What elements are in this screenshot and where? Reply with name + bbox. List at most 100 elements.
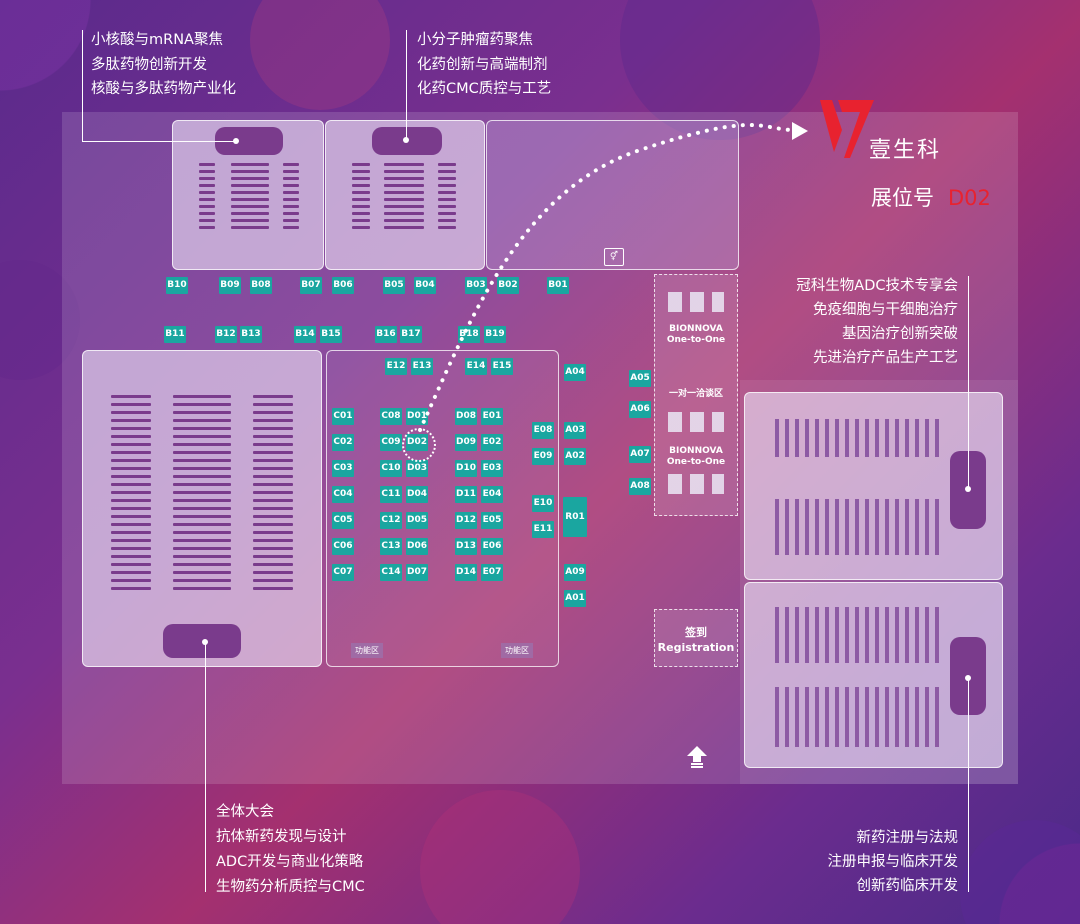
seat-block <box>352 163 370 229</box>
booth-c04[interactable]: C04 <box>332 486 354 503</box>
one-to-one-subtitle-2: One-to-One <box>666 457 726 467</box>
booth-d11[interactable]: D11 <box>455 486 477 503</box>
booth-c01[interactable]: C01 <box>332 408 354 425</box>
seat-block <box>775 687 945 747</box>
booth-b08[interactable]: B08 <box>250 277 272 294</box>
seat-block <box>775 499 945 555</box>
booth-d13[interactable]: D13 <box>455 538 477 555</box>
booth-e06[interactable]: E06 <box>481 538 503 555</box>
one-to-one-title-1: BIONNOVA <box>669 324 723 334</box>
booth-e11[interactable]: E11 <box>532 521 554 538</box>
functional-area-label: 功能区 <box>501 643 533 658</box>
room-main-hall[interactable] <box>82 350 322 667</box>
restroom-icon: ⚥ <box>604 248 624 266</box>
booth-c08[interactable]: C08 <box>380 408 402 425</box>
booth-c05[interactable]: C05 <box>332 512 354 529</box>
booth-e07[interactable]: E07 <box>481 564 503 581</box>
booth-b11[interactable]: B11 <box>164 326 186 343</box>
session-label: 化药CMC质控与工艺 <box>417 81 552 97</box>
booth-c12[interactable]: C12 <box>380 512 402 529</box>
booth-e03[interactable]: E03 <box>481 460 503 477</box>
booth-a03[interactable]: A03 <box>564 422 586 439</box>
booth-d03[interactable]: D03 <box>406 460 428 477</box>
booth-d07[interactable]: D07 <box>406 564 428 581</box>
booth-e12[interactable]: E12 <box>385 358 407 375</box>
booth-a01[interactable]: A01 <box>564 590 586 607</box>
booth-b12[interactable]: B12 <box>215 326 237 343</box>
booth-d14[interactable]: D14 <box>455 564 477 581</box>
seat-block <box>253 395 293 590</box>
booth-d12[interactable]: D12 <box>455 512 477 529</box>
booth-r01[interactable]: R01 <box>563 497 587 537</box>
booth-c07[interactable]: C07 <box>332 564 354 581</box>
booth-c02[interactable]: C02 <box>332 434 354 451</box>
booth-number: D02 <box>948 186 991 210</box>
booth-a05[interactable]: A05 <box>629 370 651 387</box>
booth-e05[interactable]: E05 <box>481 512 503 529</box>
booth-a09[interactable]: A09 <box>564 564 586 581</box>
booth-b10[interactable]: B10 <box>166 277 188 294</box>
booth-b19[interactable]: B19 <box>484 326 506 343</box>
booth-e15[interactable]: E15 <box>491 358 513 375</box>
booth-c10[interactable]: C10 <box>380 460 402 477</box>
booth-c09[interactable]: C09 <box>380 434 402 451</box>
booth-d09[interactable]: D09 <box>455 434 477 451</box>
session-list-top-left: 小核酸与mRNA聚焦 多肽药物创新开发 核酸与多肽药物产业化 <box>91 28 236 102</box>
booth-d10[interactable]: D10 <box>455 460 477 477</box>
booth-c14[interactable]: C14 <box>380 564 402 581</box>
session-label: ADC开发与商业化策略 <box>216 854 364 870</box>
booth-b14[interactable]: B14 <box>294 326 316 343</box>
booth-b04[interactable]: B04 <box>414 277 436 294</box>
session-list-bottom-right: 新药注册与法规 注册申报与临床开发 创新药临床开发 <box>828 826 959 898</box>
room-right-upper[interactable] <box>744 392 1003 580</box>
booth-b15[interactable]: B15 <box>320 326 342 343</box>
booth-b02[interactable]: B02 <box>497 277 519 294</box>
booth-b17[interactable]: B17 <box>400 326 422 343</box>
booth-b09[interactable]: B09 <box>219 277 241 294</box>
booth-e08[interactable]: E08 <box>532 422 554 439</box>
registration-desk[interactable] <box>654 609 738 667</box>
room-top-left[interactable] <box>172 120 324 270</box>
booth-b01[interactable]: B01 <box>547 277 569 294</box>
room-top-right[interactable] <box>486 120 739 270</box>
booth-a02[interactable]: A02 <box>564 448 586 465</box>
booth-a08[interactable]: A08 <box>629 478 651 495</box>
meeting-tables <box>668 474 724 494</box>
booth-e13[interactable]: E13 <box>411 358 433 375</box>
session-label: 免疫细胞与干细胞治疗 <box>813 302 958 318</box>
session-label: 注册申报与临床开发 <box>827 854 959 870</box>
booth-e02[interactable]: E02 <box>481 434 503 451</box>
brand-name: 壹生科 <box>869 138 942 163</box>
booth-e01[interactable]: E01 <box>481 408 503 425</box>
one-to-one-zone-label: 一对一洽谈区 <box>668 389 723 399</box>
booth-d08[interactable]: D08 <box>455 408 477 425</box>
callout-line <box>406 30 407 140</box>
session-label: 基因治疗创新突破 <box>842 326 958 342</box>
room-top-middle[interactable] <box>325 120 485 270</box>
booth-a07[interactable]: A07 <box>629 446 651 463</box>
seat-block <box>283 163 299 229</box>
booth-a04[interactable]: A04 <box>564 364 586 381</box>
booth-c11[interactable]: C11 <box>380 486 402 503</box>
booth-c06[interactable]: C06 <box>332 538 354 555</box>
booth-e09[interactable]: E09 <box>532 448 554 465</box>
booth-c13[interactable]: C13 <box>380 538 402 555</box>
booth-e10[interactable]: E10 <box>532 495 554 512</box>
booth-d06[interactable]: D06 <box>406 538 428 555</box>
booth-b06[interactable]: B06 <box>332 277 354 294</box>
booth-b03[interactable]: B03 <box>465 277 487 294</box>
booth-c03[interactable]: C03 <box>332 460 354 477</box>
booth-b16[interactable]: B16 <box>375 326 397 343</box>
session-label: 多肽药物创新开发 <box>91 56 207 73</box>
booth-a06[interactable]: A06 <box>629 401 651 418</box>
room-right-lower[interactable] <box>744 582 1003 768</box>
booth-b13[interactable]: B13 <box>240 326 262 343</box>
booth-e14[interactable]: E14 <box>465 358 487 375</box>
booth-e04[interactable]: E04 <box>481 486 503 503</box>
booth-d05[interactable]: D05 <box>406 512 428 529</box>
booth-b07[interactable]: B07 <box>300 277 322 294</box>
seat-block <box>384 163 424 229</box>
booth-d04[interactable]: D04 <box>406 486 428 503</box>
booth-b05[interactable]: B05 <box>383 277 405 294</box>
